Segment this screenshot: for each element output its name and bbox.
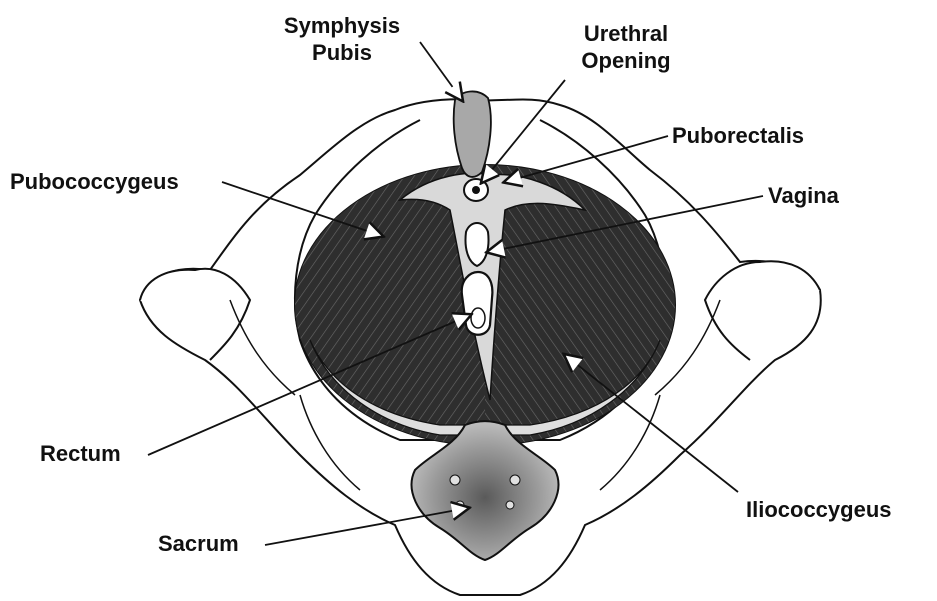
label-puborectalis: Puborectalis (672, 122, 804, 149)
label-urethral-opening: Urethral Opening (556, 20, 696, 74)
label-symphysis-pubis: Symphysis Pubis (262, 12, 422, 66)
label-urethral-opening-line2: Opening (556, 47, 696, 74)
label-sacrum: Sacrum (158, 530, 239, 557)
rectum-shape (462, 272, 493, 335)
label-symphysis-pubis-line1: Symphysis (262, 12, 422, 39)
label-urethral-opening-line1: Urethral (556, 20, 696, 47)
label-symphysis-pubis-line2: Pubis (262, 39, 422, 66)
urethral-opening-shape (464, 179, 488, 201)
label-pubococcygeus: Pubococcygeus (10, 168, 179, 195)
label-iliococcygeus: Iliococcygeus (746, 496, 892, 523)
label-rectum: Rectum (40, 440, 121, 467)
leader-symphysis-pubis (420, 42, 462, 100)
label-vagina: Vagina (768, 182, 839, 209)
vagina-shape (465, 223, 488, 266)
